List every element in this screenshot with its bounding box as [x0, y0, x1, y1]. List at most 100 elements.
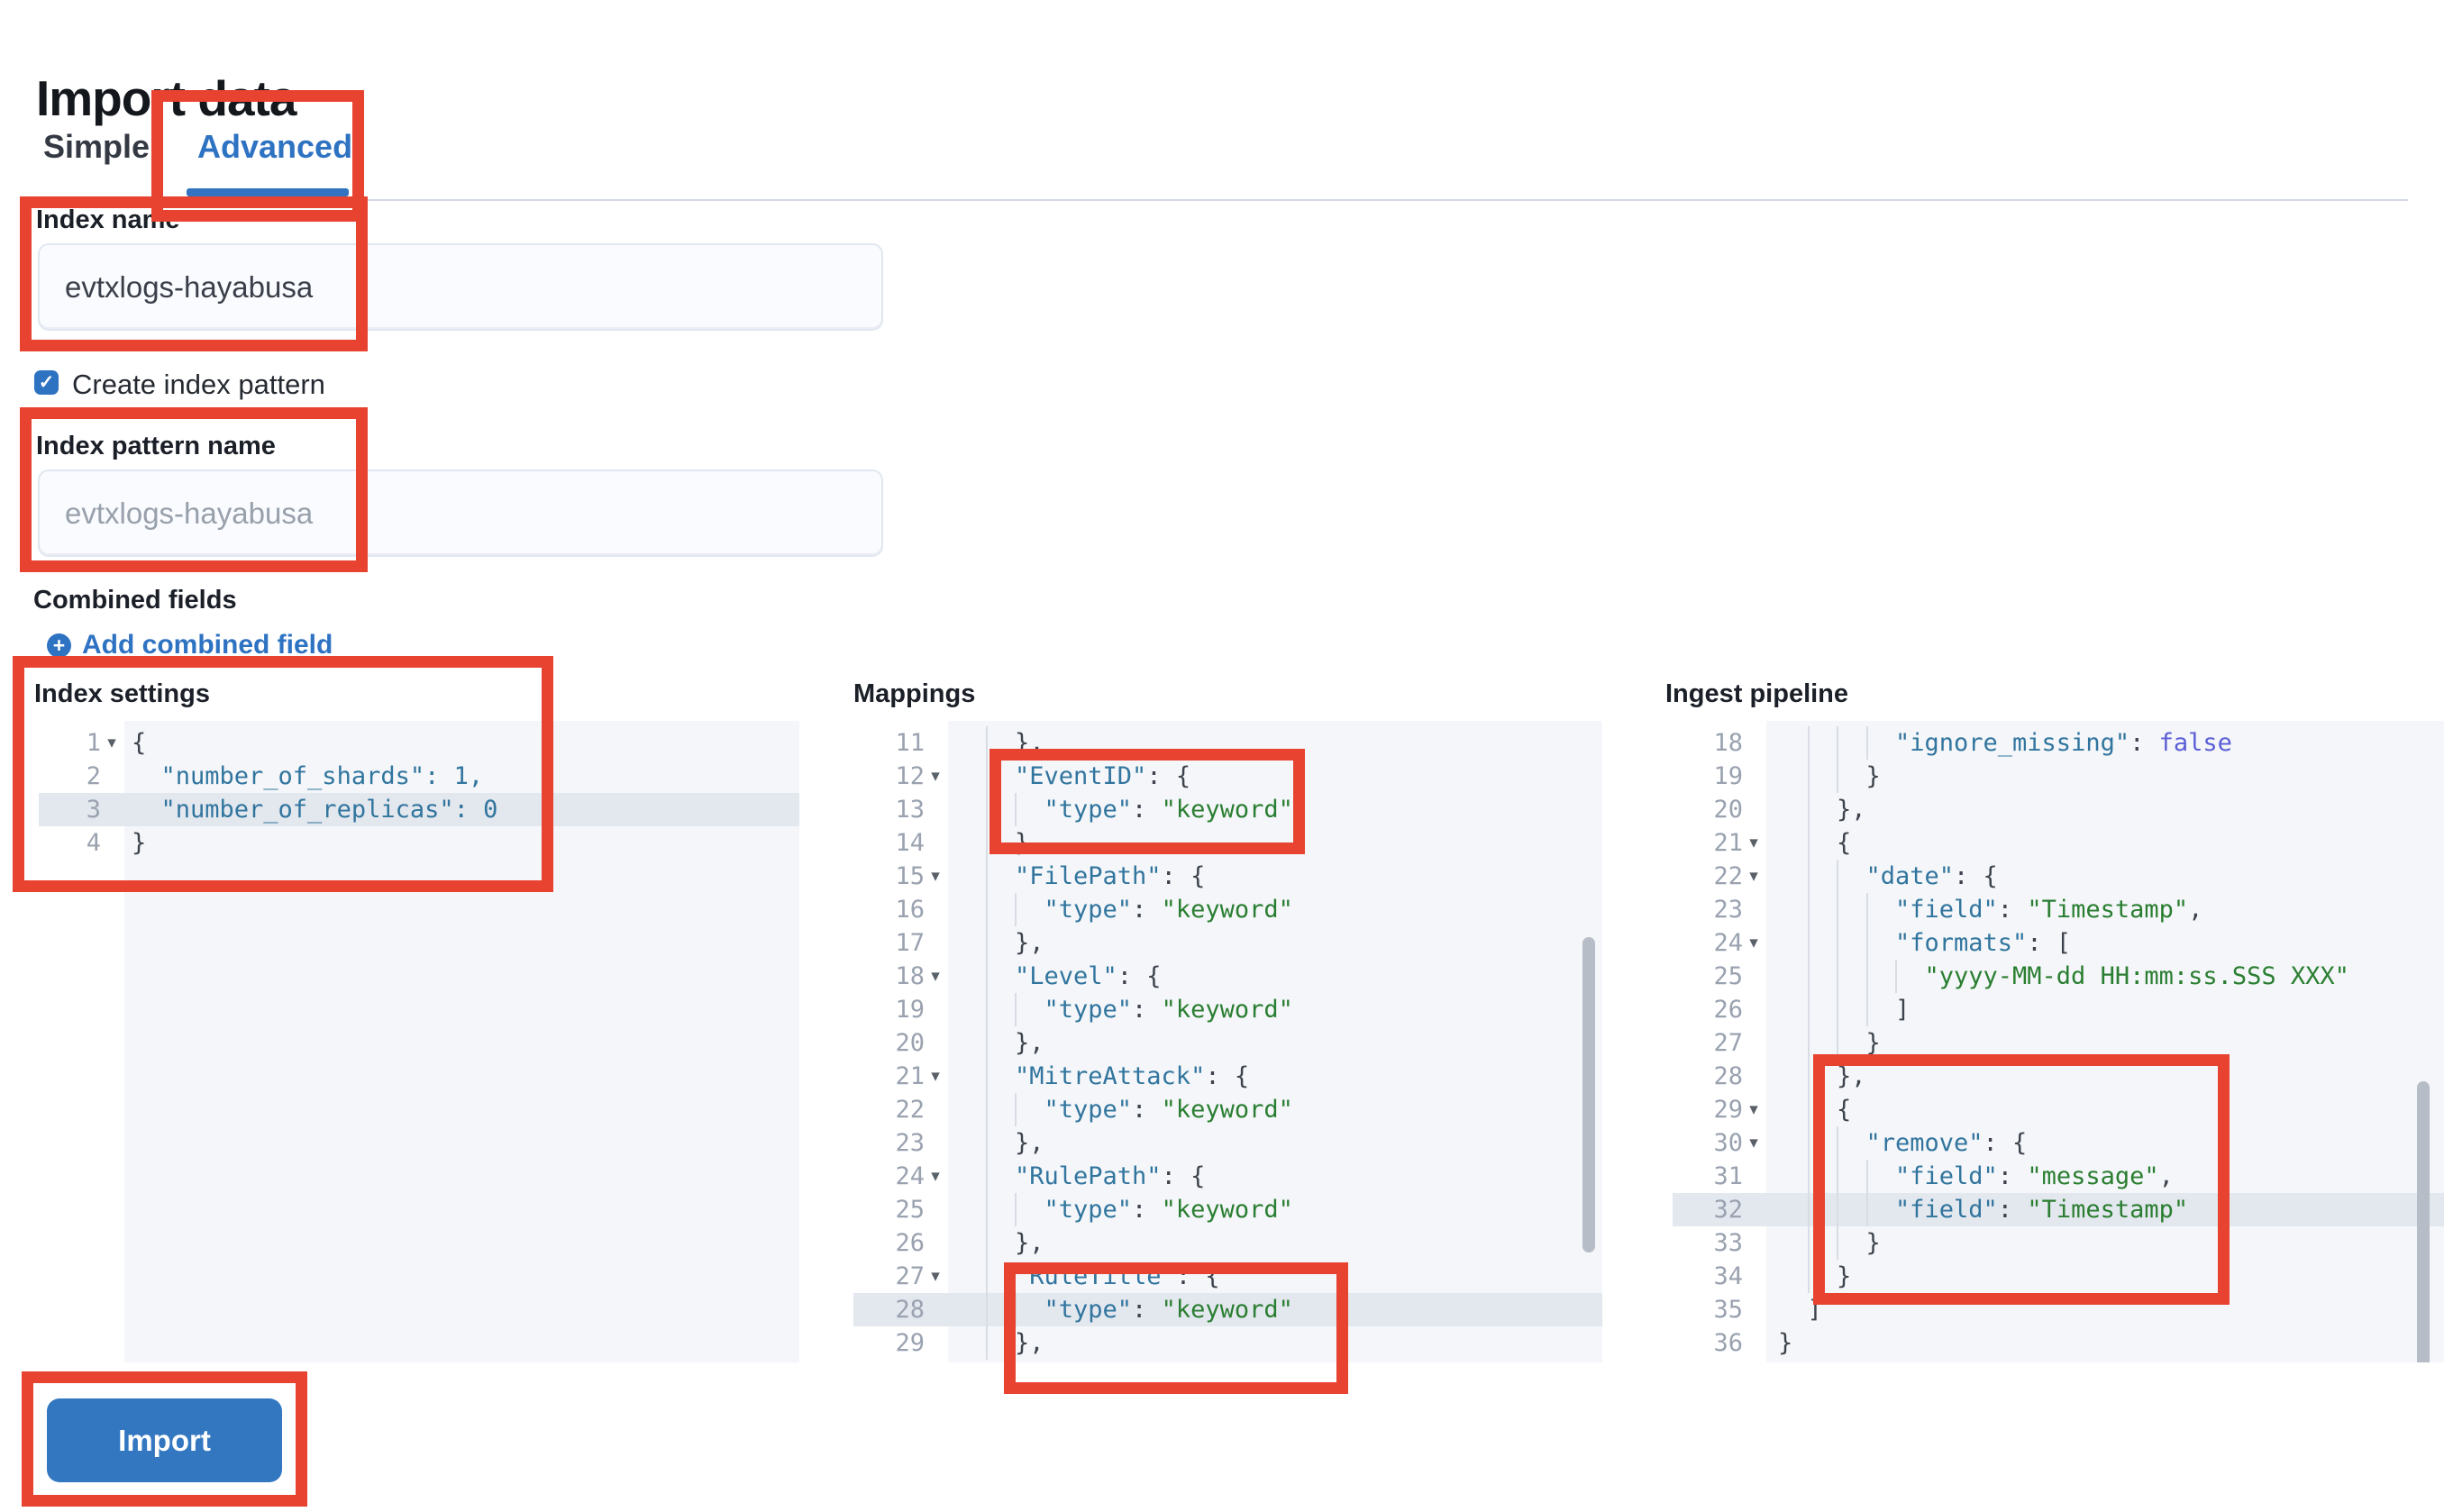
checkmark-icon: ✓: [38, 372, 55, 393]
code-line: 28"type": "keyword": [853, 1293, 1602, 1326]
line-number: 19: [1713, 762, 1743, 790]
code-line: 20},: [1673, 793, 2444, 826]
line-number: 28: [895, 1296, 925, 1324]
line-number: 25: [1713, 962, 1743, 990]
fold-caret-icon[interactable]: ▾: [107, 733, 116, 752]
create-index-pattern-checkbox[interactable]: ✓: [34, 370, 59, 395]
line-number: 13: [895, 796, 925, 824]
line-number: 30: [1713, 1129, 1743, 1157]
fold-caret-icon[interactable]: ▾: [1749, 1100, 1758, 1119]
code-line: 26]: [1673, 993, 2444, 1026]
line-number: 3: [86, 796, 101, 824]
fold-caret-icon[interactable]: ▾: [1749, 934, 1758, 952]
fold-caret-icon[interactable]: ▾: [931, 1067, 940, 1086]
code-line: 1▾{: [39, 726, 799, 760]
code-line: 27}: [1673, 1026, 2444, 1060]
code-line: 23},: [853, 1126, 1602, 1160]
code-line: 15▾"FilePath": {: [853, 860, 1602, 893]
mappings-label: Mappings: [853, 679, 976, 708]
selected-tab-underline: [187, 188, 349, 196]
line-number: 18: [1713, 729, 1743, 757]
code-line: 20},: [853, 1026, 1602, 1060]
tab-advanced[interactable]: Advanced: [197, 128, 353, 165]
line-number: 36: [1713, 1329, 1743, 1357]
code-line: 24▾"RulePath": {: [853, 1160, 1602, 1193]
index-settings-label: Index settings: [34, 679, 210, 708]
line-number: 29: [1713, 1096, 1743, 1124]
index-pattern-name-input[interactable]: [38, 469, 883, 557]
index-name-input[interactable]: [38, 243, 883, 331]
code-line: 24▾"formats": [: [1673, 926, 2444, 960]
line-number: 23: [895, 1129, 925, 1157]
code-line: 16"type": "keyword": [853, 893, 1602, 926]
mappings-vertical-scrollbar[interactable]: [1582, 937, 1595, 1252]
line-number: 34: [1713, 1262, 1743, 1290]
import-button[interactable]: Import: [47, 1398, 282, 1482]
fold-caret-icon[interactable]: ▾: [1749, 1134, 1758, 1152]
line-number: 20: [1713, 796, 1743, 824]
code-line: 21▾{: [1673, 826, 2444, 860]
line-number: 18: [895, 962, 925, 990]
line-number: 1: [86, 729, 101, 757]
code-line: 27▾"RuleTitle": {: [853, 1260, 1602, 1293]
tab-simple[interactable]: Simple: [43, 128, 150, 165]
line-number: 23: [1713, 896, 1743, 924]
code-line: 17},: [853, 926, 1602, 960]
create-index-pattern-label: Create index pattern: [72, 369, 325, 400]
line-number: 14: [895, 829, 925, 857]
code-line: 4}: [86, 829, 147, 857]
code-line: 29},: [853, 1326, 1602, 1360]
fold-caret-icon[interactable]: ▾: [931, 1167, 940, 1186]
line-number: 16: [895, 896, 925, 924]
line-number: 31: [1713, 1162, 1743, 1190]
code-line: 23"field": "Timestamp",: [1673, 893, 2444, 926]
code-line: 3"number_of_replicas": 0: [39, 793, 799, 826]
plus-icon: +: [47, 633, 71, 658]
code-line: 21▾"MitreAttack": {: [853, 1060, 1602, 1093]
fold-caret-icon[interactable]: ▾: [1749, 833, 1758, 852]
code-line: 31"field": "message",: [1673, 1160, 2444, 1193]
code-line: 28},: [1673, 1060, 2444, 1093]
index-settings-code-editor[interactable]: 1▾{2"number_of_shards": 1,3"number_of_re…: [39, 721, 799, 1362]
code-line: 19}: [1673, 760, 2444, 793]
index-pattern-name-label: Index pattern name: [36, 432, 276, 460]
line-number: 29: [895, 1329, 925, 1357]
tabs-divider: [34, 199, 2408, 201]
line-number: 22: [1713, 862, 1743, 890]
code-line: 26},: [853, 1226, 1602, 1260]
code-line: 18"ignore_missing": false: [1673, 726, 2444, 760]
fold-caret-icon[interactable]: ▾: [931, 1267, 940, 1286]
line-number: 21: [895, 1062, 925, 1090]
line-number: 22: [895, 1096, 925, 1124]
mappings-code-editor[interactable]: 11},12▾"EventID": {13"type": "keyword"14…: [853, 721, 1602, 1362]
fold-caret-icon[interactable]: ▾: [931, 767, 940, 786]
line-number: 33: [1713, 1229, 1743, 1257]
add-combined-field-label: Add combined field: [82, 630, 333, 660]
index-name-label: Index name: [36, 205, 180, 234]
add-combined-field-link[interactable]: + Add combined field: [47, 630, 333, 660]
code-line: 22▾"date": {: [1673, 860, 2444, 893]
ingest-vertical-scrollbar[interactable]: [2417, 1081, 2430, 1362]
code-line: 30▾"remove": {: [1673, 1126, 2444, 1160]
code-line: 18▾"Level": {: [853, 960, 1602, 993]
code-line: 34}: [1673, 1260, 2444, 1293]
fold-caret-icon[interactable]: ▾: [931, 867, 940, 886]
line-number: 32: [1713, 1196, 1743, 1224]
line-number: 24: [895, 1162, 925, 1190]
fold-caret-icon[interactable]: ▾: [931, 967, 940, 986]
code-line: 33}: [1673, 1226, 2444, 1260]
line-number: 20: [895, 1029, 925, 1057]
ingest-pipeline-label: Ingest pipeline: [1665, 679, 1849, 708]
line-number: 28: [1713, 1062, 1743, 1090]
fold-caret-icon[interactable]: ▾: [1749, 867, 1758, 886]
line-number: 25: [895, 1196, 925, 1224]
code-line: 32"field": "Timestamp": [1673, 1193, 2444, 1226]
line-number: 27: [1713, 1029, 1743, 1057]
code-line: 22"type": "keyword": [853, 1093, 1602, 1126]
code-line: 12▾"EventID": {: [853, 760, 1602, 793]
line-number: 21: [1713, 829, 1743, 857]
line-number: 12: [895, 762, 925, 790]
line-number: 35: [1713, 1296, 1743, 1324]
code-line: 13"type": "keyword": [853, 793, 1602, 826]
